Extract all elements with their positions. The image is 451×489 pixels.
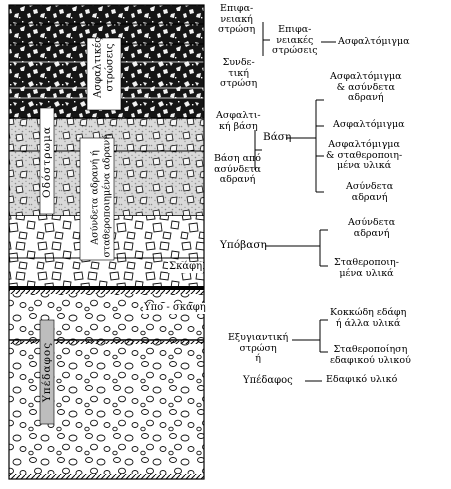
asphalt-base-label: Ασφαλτι- κή βάση (216, 110, 261, 132)
binder-course-label: Συνδε- τική στρώση (220, 57, 258, 89)
asphalt-layers-label-line2: στρώσεις (104, 43, 116, 92)
subgrade-item-soil: Εδαφικό υλικό (326, 374, 398, 385)
pavement-label: Οδόστρωμα (41, 126, 53, 198)
subgrade-label: Υπέδαφος (243, 375, 293, 386)
unbound-base-label: Βάση από ασύνδετα αδρανή (214, 153, 261, 185)
subbase-bracket (265, 229, 328, 267)
subbase-item-stabilized: Σταθεροποιη- μένα υλικά (334, 257, 399, 279)
asphalt-layers-label-line1: Ασφαλτικές (92, 37, 104, 98)
base-label: Βάση (263, 131, 292, 143)
subgrade-layer (9, 294, 204, 474)
pavement-label-box (39, 107, 55, 215)
base-item-asphalt: Ασφαλτόμιγμα (333, 119, 405, 130)
surface-layers-label: Επιφα- νειακές στρώσεις (272, 24, 318, 56)
subexcavation-label: Υπο - σκάφη (143, 302, 207, 314)
subbase-label: Υπόβαση (220, 239, 267, 251)
base-item-unbound: Ασύνδετα αδρανή (346, 181, 394, 203)
unbound-aggregate-label: Ασύνδετα αδρανή ή (89, 150, 101, 245)
base-item-asphalt-unbound: Ασφαλτόμιγμα & ασύνδετα αδρανή (330, 71, 402, 103)
asphalt-layers-label-box (86, 37, 122, 111)
excavation-line (9, 286, 204, 290)
asphalt-mix-surface-label: Ασφαλτόμιγμα (338, 36, 410, 47)
excavation-label: Σκάφη (168, 261, 204, 273)
improvement-layer-label: Εξυγιαντική στρώση ή (228, 332, 289, 364)
subgrade-label-box (39, 319, 55, 425)
surface-course-label: Επιφα- νειακή στρώση (218, 3, 256, 35)
base-item-asphalt-stabilized: Ασφαλτόμιγμα & σταθεροποιη- μένα υλικά (326, 139, 403, 171)
improvement-item-stabilization: Σταθεροποίηση εδαφικού υλικού (330, 344, 411, 366)
base-material-label-box (79, 137, 115, 261)
improvement-item-granular: Κοκκώδη εδάφη ή άλλα υλικά (330, 307, 407, 329)
stabilized-aggregate-label: σταθεροποιημένα αδρανή (101, 134, 113, 258)
base-bracket (254, 99, 324, 193)
subbase-item-unbound: Ασύνδετα αδρανή (348, 217, 396, 239)
subgrade-bracket (292, 319, 328, 382)
surface-bracket (262, 22, 336, 56)
subgrade-column-label: Υπέδαφος (41, 341, 53, 403)
